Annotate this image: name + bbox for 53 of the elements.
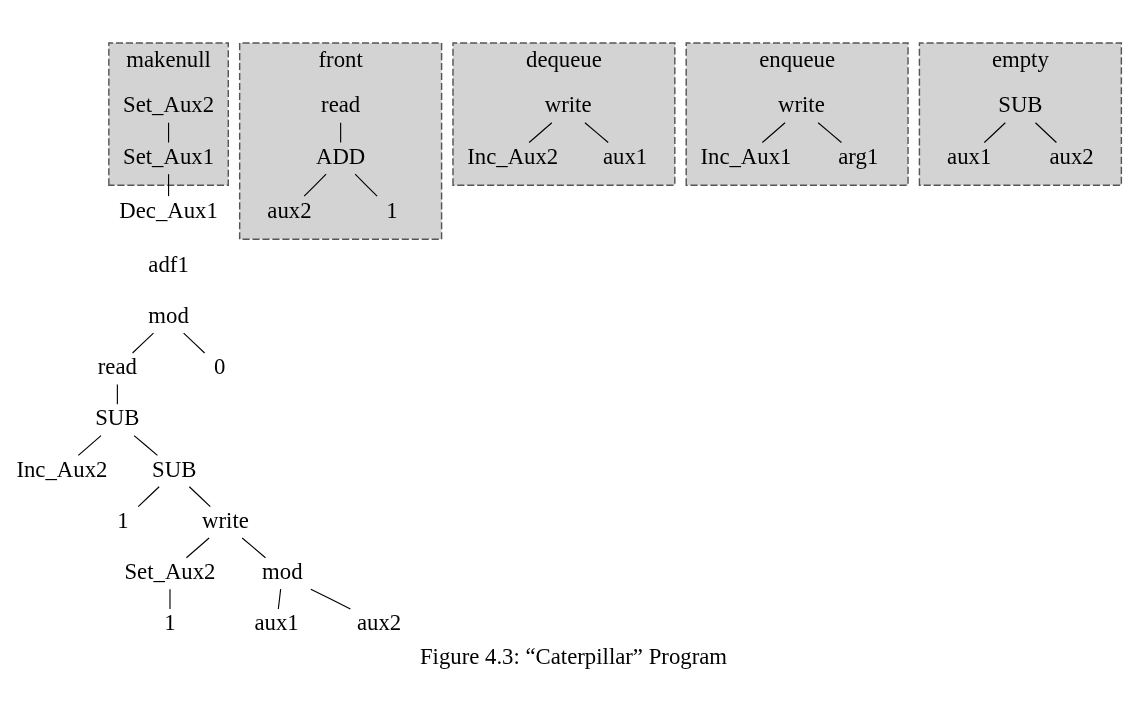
node-text: aux1 <box>602 143 648 169</box>
caption: Figure 4.3: “Caterpillar” Program <box>419 644 728 670</box>
connector <box>1034 122 1057 144</box>
node-text: mod <box>148 302 189 328</box>
node-text: SUB <box>152 456 197 482</box>
node-text: Set_Aux2 <box>123 92 215 118</box>
node-text: arg1 <box>838 143 879 169</box>
node-text: read <box>97 354 137 380</box>
connector <box>241 537 267 559</box>
connector <box>528 122 553 144</box>
node-text: aux2 <box>356 610 402 636</box>
node-text: write <box>778 92 825 118</box>
connector <box>77 435 102 456</box>
connector <box>185 537 210 559</box>
connector <box>983 122 1006 144</box>
node-text: 1 <box>386 197 398 223</box>
node-text: read <box>321 92 361 118</box>
node-text: mod <box>262 558 303 584</box>
connector <box>340 122 342 144</box>
connector <box>310 588 351 610</box>
connector <box>277 588 282 610</box>
connector <box>131 332 155 354</box>
node-text: write <box>544 92 592 118</box>
node-text: aux2 <box>1049 143 1094 169</box>
node-text: Set_Aux1 <box>123 143 215 169</box>
node-text: aux2 <box>267 197 312 223</box>
connector <box>584 122 609 144</box>
node-text: SUB <box>998 92 1043 118</box>
connector <box>188 486 211 508</box>
connector <box>116 383 118 405</box>
node-text: Set_Aux2 <box>124 558 216 584</box>
connector <box>761 122 786 144</box>
node-text: ADD <box>315 143 366 169</box>
node-text: 0 <box>214 354 226 380</box>
node-text: aux1 <box>254 610 299 636</box>
connector <box>303 173 327 197</box>
connector <box>354 173 378 197</box>
connector <box>137 486 160 508</box>
node-text: Dec_Aux1 <box>119 197 218 223</box>
connector <box>168 122 170 144</box>
node-text: SUB <box>95 405 140 431</box>
node-text: Inc_Aux2 <box>467 143 559 169</box>
node-text: Inc_Aux1 <box>700 143 792 169</box>
connector <box>817 122 842 144</box>
node-text: write <box>202 507 249 533</box>
node-text: 1 <box>164 610 176 636</box>
node-text: Inc_Aux2 <box>16 456 108 482</box>
node-text: 1 <box>117 507 129 533</box>
label: adf1 <box>148 251 189 277</box>
connector <box>168 173 170 197</box>
connector <box>133 435 158 456</box>
node-text: aux1 <box>947 143 992 169</box>
connector <box>183 332 206 354</box>
